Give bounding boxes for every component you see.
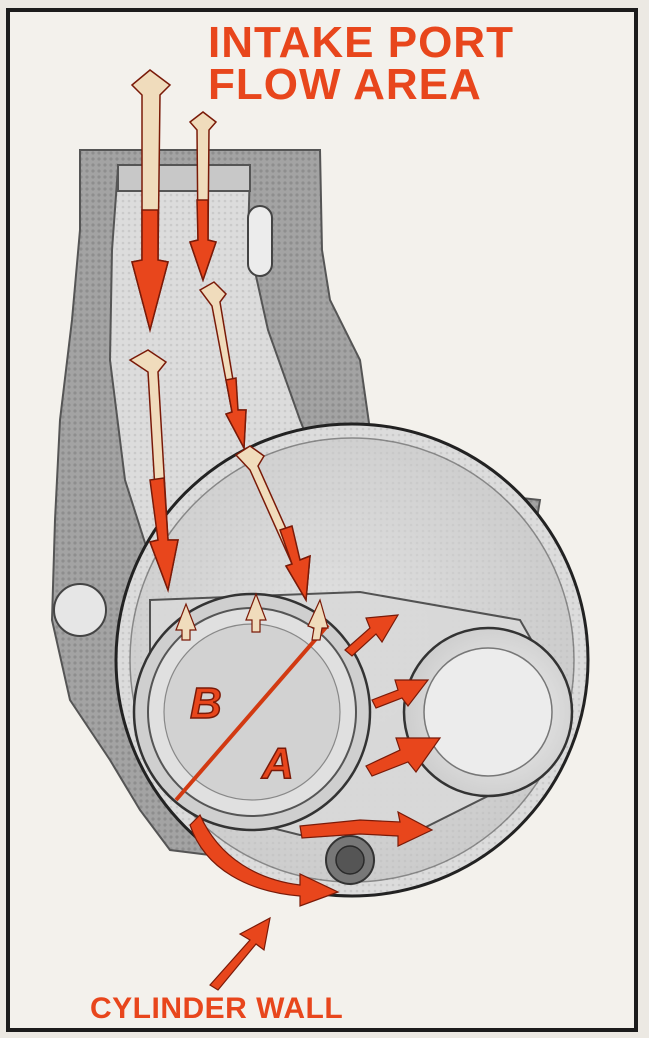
title-line-1: INTAKE PORT xyxy=(208,22,514,64)
bolt-slot xyxy=(248,206,272,276)
port-opening xyxy=(118,165,250,191)
exhaust-valve-face xyxy=(424,648,552,776)
head-bolt-boss xyxy=(54,584,106,636)
cylinder-wall-caption: CYLINDER WALL xyxy=(90,992,343,1026)
diagram-title: INTAKE PORT FLOW AREA xyxy=(208,22,514,106)
label-b: B xyxy=(190,679,222,728)
spark-plug-thread xyxy=(336,846,364,874)
title-line-2: FLOW AREA xyxy=(208,64,514,106)
cylinder-wall-pointer xyxy=(210,918,270,990)
label-a: A xyxy=(261,739,294,788)
